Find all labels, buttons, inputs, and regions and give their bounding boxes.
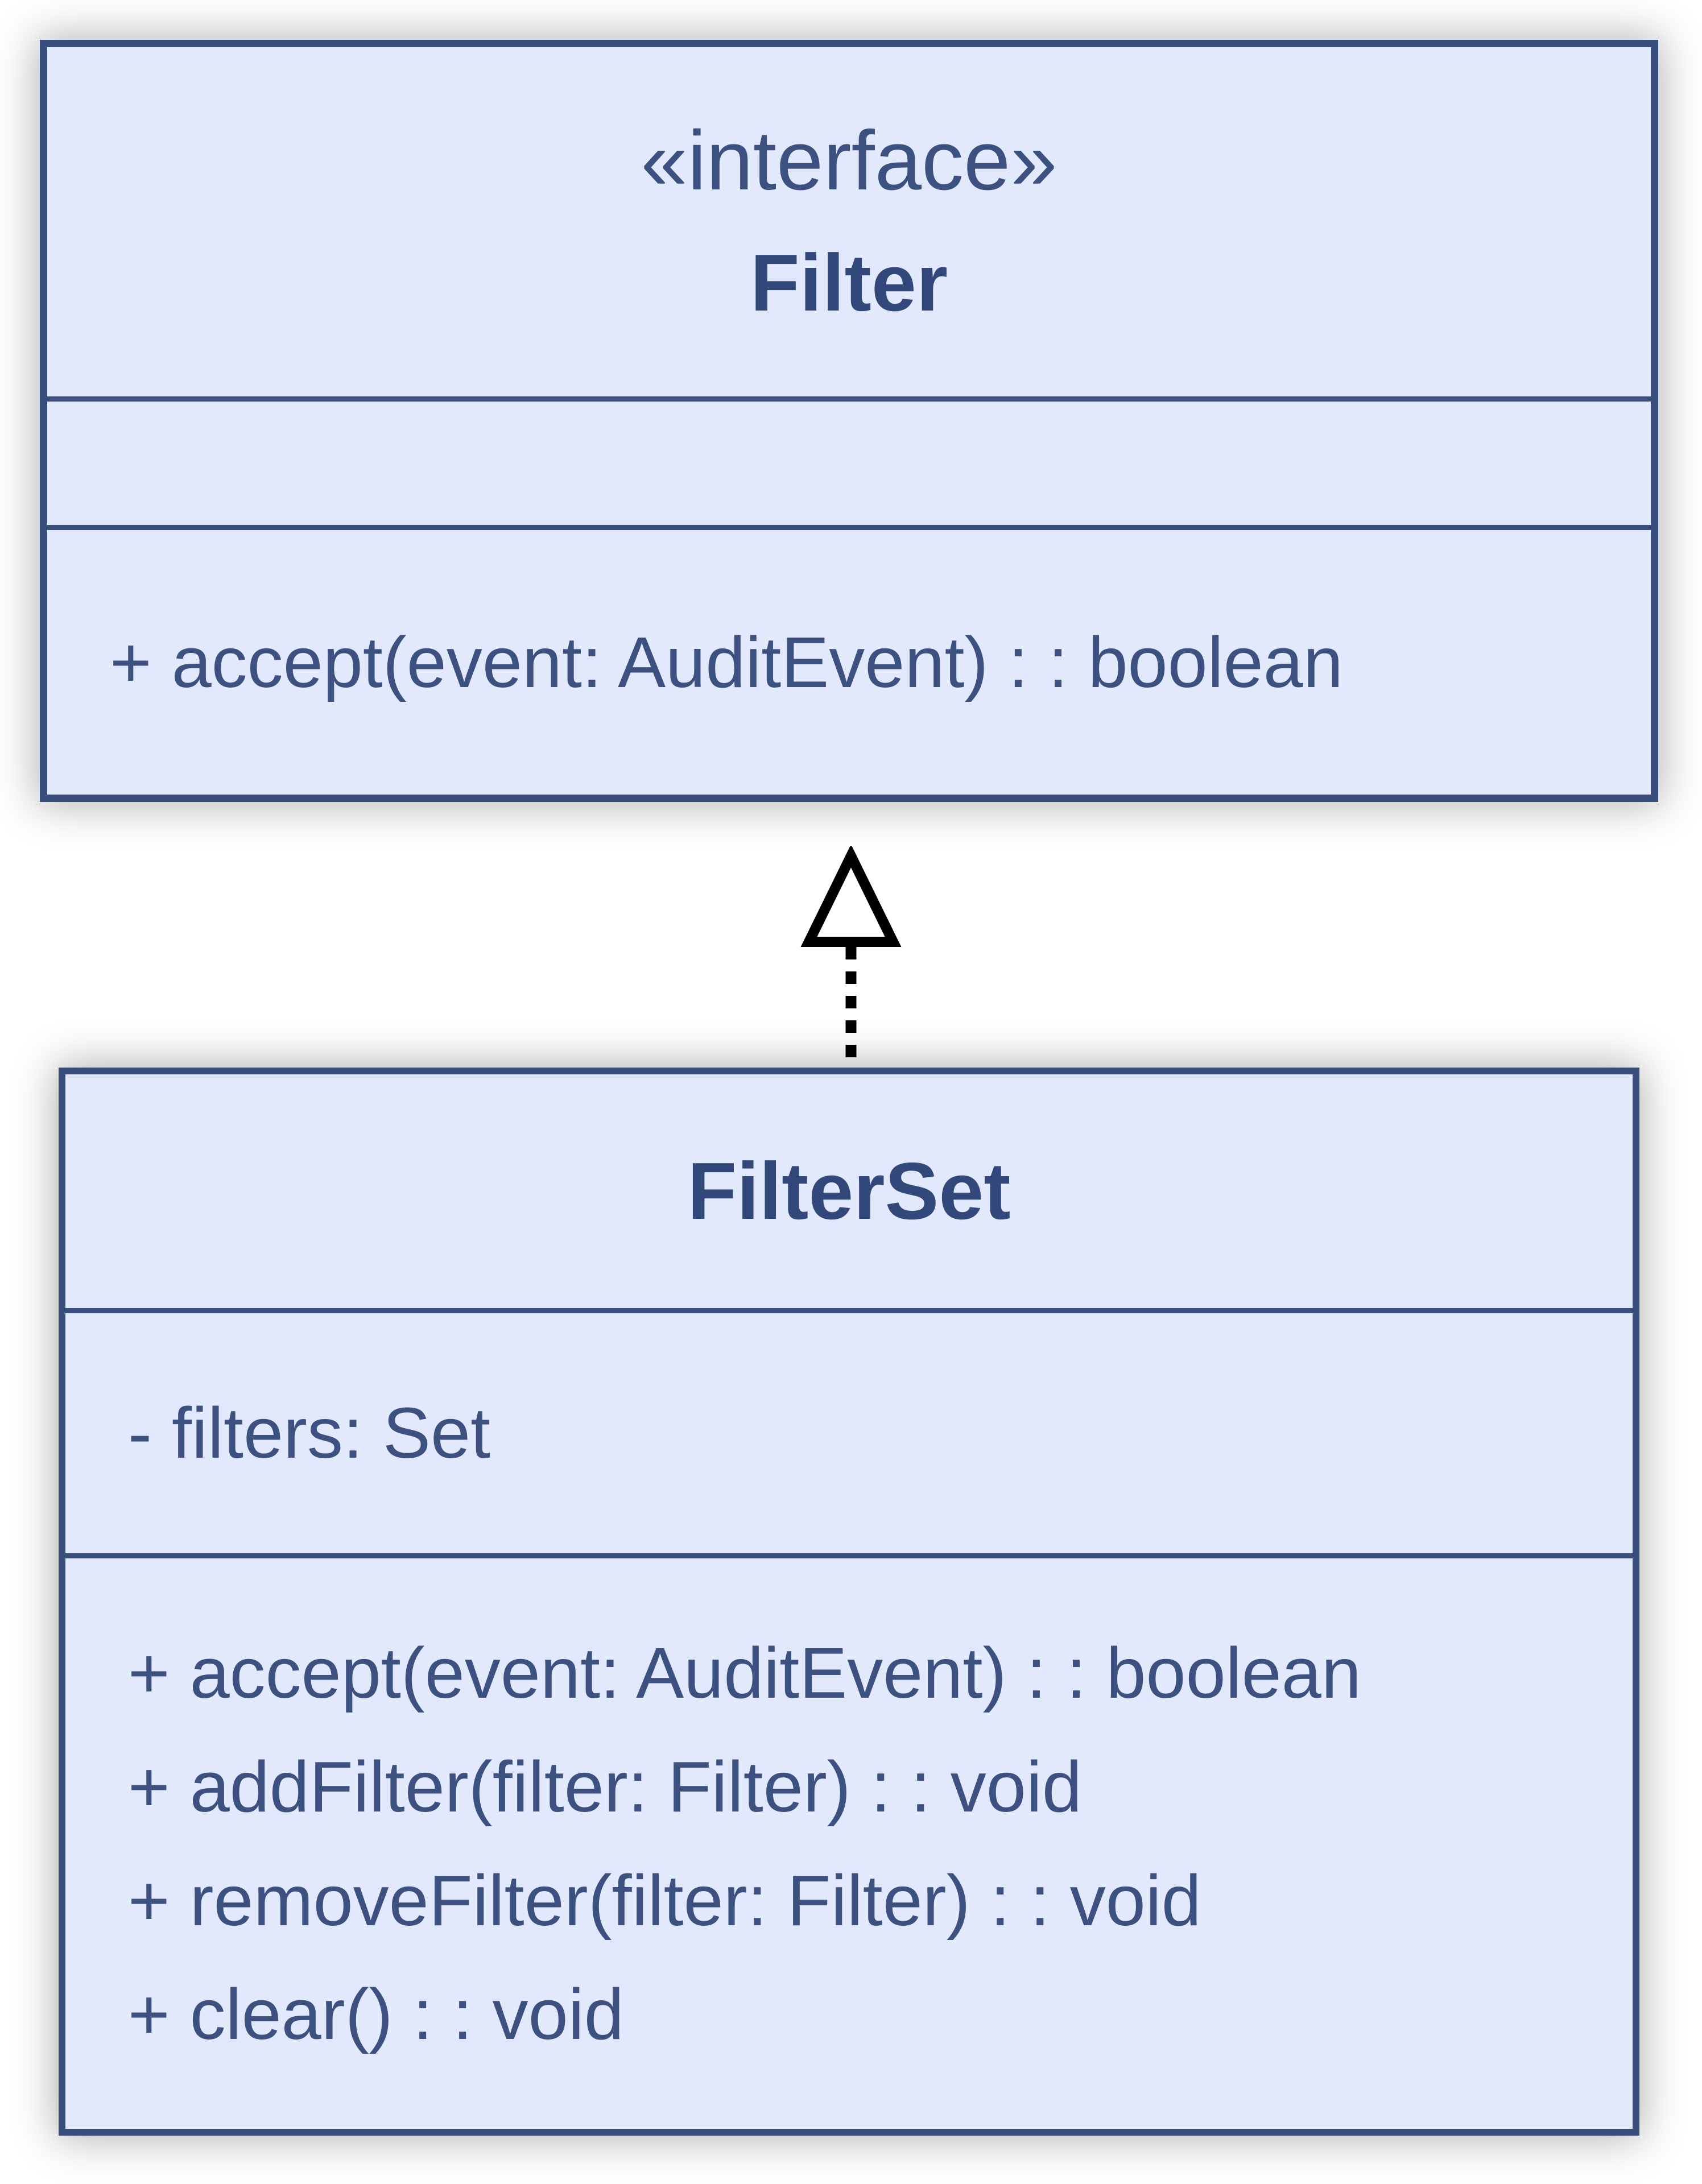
member-line: - filters: Set — [128, 1393, 491, 1473]
filter-methods-section: + accept(event: AuditEvent) : : boolean — [47, 525, 1651, 795]
hollow-triangle-arrowhead-icon — [800, 846, 902, 947]
uml-class-box-filterset: FilterSet - filters: Set + accept(event:… — [59, 1068, 1639, 2136]
member-line: + accept(event: AuditEvent) : : boolean — [128, 1632, 1361, 1713]
filter-attributes-section — [47, 396, 1651, 525]
member-line: + clear() : : void — [128, 1974, 624, 2054]
member-line: + addFilter(filter: Filter) : : void — [128, 1746, 1082, 1827]
filterset-methods-section: + accept(event: AuditEvent) : : boolean +… — [65, 1553, 1633, 2129]
realization-arrow — [800, 846, 902, 1069]
stereotype-label: «interface» — [641, 114, 1057, 208]
filterset-title-section: FilterSet — [65, 1074, 1633, 1308]
member-line: + removeFilter(filter: Filter) : : void — [128, 1860, 1201, 1941]
class-name-filter: Filter — [750, 238, 948, 328]
filter-title-section: «interface» Filter — [47, 47, 1651, 396]
uml-class-box-filter: «interface» Filter + accept(event: Audit… — [40, 40, 1658, 802]
member-line: + accept(event: AuditEvent) : : boolean — [110, 622, 1343, 702]
filterset-attributes-section: - filters: Set — [65, 1308, 1633, 1553]
class-name-filterset: FilterSet — [687, 1146, 1011, 1236]
